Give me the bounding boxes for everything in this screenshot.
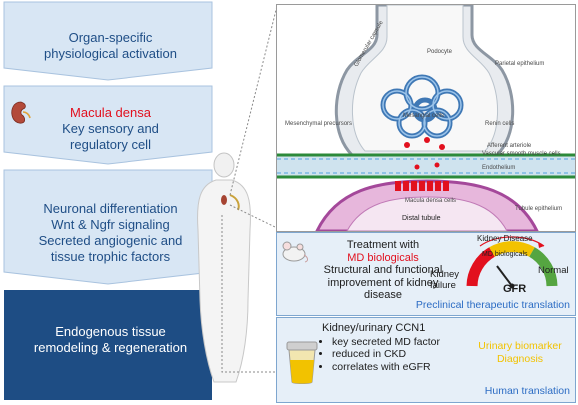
label-vascular-smooth-muscle: Vascular smooth muscle cells bbox=[482, 151, 561, 157]
connector-to-human-panel bbox=[221, 215, 280, 373]
label-afferent-arteriole: Afferent arteriole bbox=[487, 143, 532, 149]
step-neuronal-differentiation: Neuronal differentiation Wnt & Ngfr sign… bbox=[4, 200, 217, 266]
gauge-kidney-failure-line2: failure bbox=[430, 280, 456, 291]
step1-line1: Organ-specific bbox=[68, 30, 153, 45]
chevron-1-shape bbox=[3, 1, 213, 81]
gfr-gauge bbox=[466, 236, 558, 289]
label-tubule-epithelium: Tubule epithelium bbox=[515, 206, 562, 212]
label-parietal-epithelium: Parietal epithelium bbox=[495, 61, 544, 67]
chevron-2-shape bbox=[3, 85, 213, 165]
biomarker-label: Urinary biomarker Diagnosis bbox=[470, 340, 570, 365]
ccn1-title: Kidney/urinary CCN1 bbox=[322, 322, 426, 334]
step3-line2: Wnt & Ngfr signaling bbox=[51, 217, 170, 232]
chevron-3-shape bbox=[3, 169, 213, 285]
mouse-icon bbox=[282, 241, 308, 263]
step1-line2: physiological activation bbox=[44, 46, 177, 61]
chevron-column-backgrounds bbox=[3, 1, 213, 400]
gauge-kidney-failure-line1: Kidney bbox=[430, 269, 460, 280]
step4-line2: remodeling & regeneration bbox=[33, 340, 188, 355]
preclinical-description: Treatment with MD biologicals Structural… bbox=[308, 239, 458, 302]
step2-line2: regulatory cell bbox=[70, 137, 151, 152]
connector-to-top-panel bbox=[229, 5, 278, 196]
gauge-normal-label: Normal bbox=[538, 265, 569, 276]
ccn1-bullets: key secreted MD factor reduced in CKD co… bbox=[322, 336, 472, 374]
connector-to-top-panel-bottom bbox=[229, 204, 278, 229]
step-tissue-regeneration: Endogenous tissue remodeling & regenerat… bbox=[4, 318, 217, 362]
silhouette-kidney bbox=[221, 195, 227, 205]
bullet-egfr: correlates with eGFR bbox=[332, 361, 472, 374]
urine-cup-icon bbox=[286, 341, 318, 384]
preclinical-footer: Preclinical therapeutic translation bbox=[415, 299, 570, 311]
bullet-reduced-ckd: reduced in CKD bbox=[332, 348, 472, 361]
glomerulus-illustration: Glomerular capsule Podocyte Parietal epi… bbox=[276, 4, 576, 232]
label-distal-tubule: Distal tubule bbox=[402, 215, 441, 222]
preclinical-line3: Structural and functional bbox=[323, 264, 443, 276]
kidney-icon bbox=[11, 101, 31, 124]
label-mesangial-cells: Mesangial cells bbox=[403, 113, 444, 119]
gauge-kidney-disease-label: Kidney Disease bbox=[477, 234, 533, 243]
step3-line3: Secreted angiogenic and bbox=[38, 233, 183, 248]
preclinical-line1: Treatment with bbox=[346, 239, 420, 251]
step-macula-densa: Macula densa Key sensory and regulatory … bbox=[4, 104, 217, 154]
macula-densa-title: Macula densa bbox=[70, 105, 151, 120]
step3-line4: tissue trophic factors bbox=[50, 249, 171, 264]
gauge-gfr-label: GFR bbox=[503, 283, 527, 295]
label-endothelium: Endothelium bbox=[482, 165, 515, 171]
label-renin-cells: Renin cells bbox=[485, 121, 514, 127]
preclinical-line4: improvement of kidney bbox=[327, 276, 439, 289]
md-biologicals-highlight: MD biologicals bbox=[347, 251, 419, 264]
human-panel-content: Kidney/urinary CCN1 key secreted MD fact… bbox=[322, 322, 472, 373]
human-translation-panel bbox=[276, 317, 576, 403]
label-podocyte: Podocyte bbox=[427, 49, 453, 55]
human-translation-footer: Human translation bbox=[484, 385, 570, 397]
step2-line1: Key sensory and bbox=[62, 121, 159, 136]
gauge-kidney-failure-label: Kidney failure bbox=[430, 269, 459, 291]
step3-line1: Neuronal differentiation bbox=[43, 201, 178, 216]
step-organ-activation: Organ-specific physiological activation bbox=[4, 28, 217, 64]
bullet-key-factor: key secreted MD factor bbox=[332, 336, 472, 349]
biomarker-line2: Diagnosis bbox=[496, 352, 544, 365]
preclinical-line5: disease bbox=[364, 289, 402, 301]
label-macula-densa-cells: Macula densa cells bbox=[405, 198, 456, 204]
gauge-md-biologicals-label: MD biologicals bbox=[482, 251, 528, 258]
step4-line1: Endogenous tissue bbox=[55, 324, 166, 339]
chevron-4-shape bbox=[4, 290, 212, 400]
human-silhouette bbox=[197, 152, 251, 383]
label-mesenchymal-precursors: Mesenchymal precursors bbox=[285, 121, 352, 127]
biomarker-line1: Urinary biomarker bbox=[478, 340, 562, 352]
